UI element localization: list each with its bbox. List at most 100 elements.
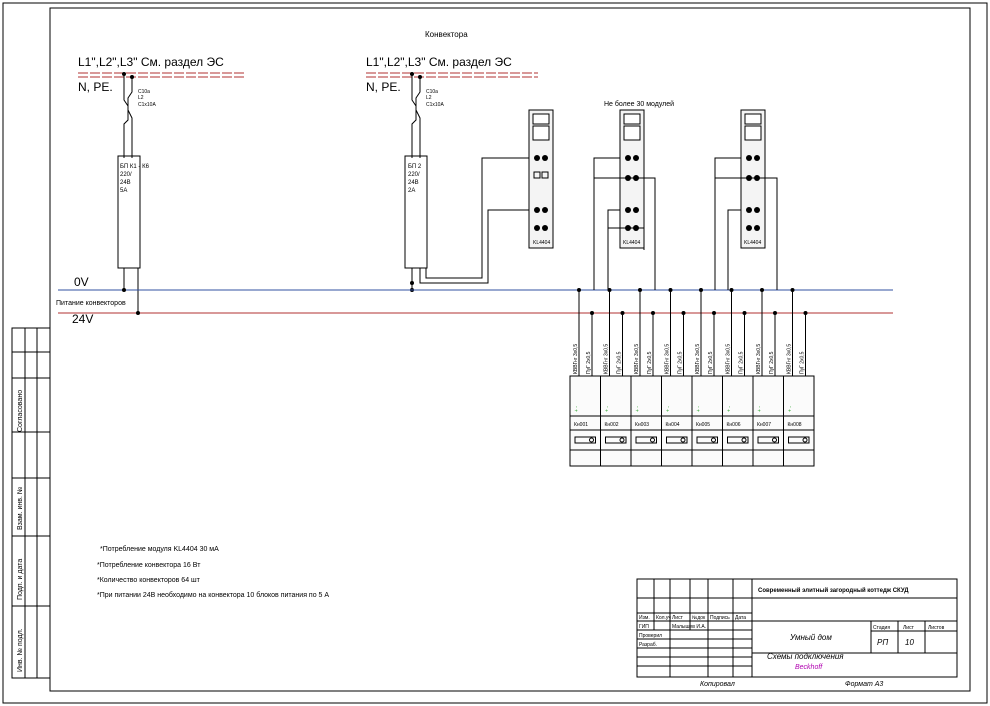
cable-label: КВВГнг 3х0,5: [665, 344, 671, 374]
junction-dot: [742, 311, 747, 315]
psu-2-line-2: 220/: [408, 172, 420, 178]
hdr-list: Лист: [672, 615, 684, 621]
side-label-1: Согласовано: [17, 390, 24, 432]
module-3-code: KL4404: [744, 240, 761, 246]
format-label: Формат А3: [845, 681, 883, 688]
role-checked: Проверил: [639, 633, 662, 639]
kl4404-module-1: KL4404: [528, 109, 554, 249]
cable-label: КВВГнг 3х0,5: [787, 344, 793, 374]
role-developed: Разраб.: [639, 642, 657, 648]
convector-name: Кн007: [757, 422, 771, 428]
convector-name: Кн006: [727, 422, 741, 428]
psu-2-line-4: 2А: [408, 188, 415, 194]
breaker-2-wire: [411, 74, 417, 158]
junction-dot: [681, 311, 686, 315]
convector-terminal-label: + -: [727, 406, 733, 412]
supply-label-1: L1",L2",L3" См. раздел ЭС: [78, 55, 224, 69]
convector-Кн004: + -Кн004: [661, 375, 693, 467]
convector-name: Кн001: [574, 422, 588, 428]
psu-2-feed-b: [425, 157, 533, 279]
cable-label: ПуГ 2х0,5: [800, 351, 806, 374]
junction-dot: [607, 288, 612, 292]
bus-24v-label: 24V: [72, 312, 93, 326]
psu-1-line-3: 24В: [120, 180, 131, 186]
cable-label: КВВГнг 3х0,5: [695, 344, 701, 374]
convector-drops: КВВГнг 3х0,5 ПуГ 2х0,5 КВВГнг 3х0,5 ПуГ 2х0…: [573, 288, 808, 376]
sheet-name: Схемы подключения: [767, 652, 844, 661]
junction-dot: [668, 288, 673, 292]
power-caption: Питание конвекторов: [56, 300, 126, 307]
module-3-wiring-b: [727, 209, 741, 290]
note-4: *При питании 24В необходимо на конвектор…: [97, 591, 329, 599]
junction-dot: [577, 288, 581, 292]
convector-terminal-label: + -: [666, 406, 672, 412]
module-2-wiring-b: [607, 209, 645, 290]
kl4404-module-3: KL4404: [740, 109, 766, 249]
psu-2: [404, 155, 428, 269]
junction-dot: [651, 311, 655, 315]
convector-Кн002: + -Кн002: [600, 375, 632, 467]
title-block: Современный элитный загородный коттедж С…: [636, 578, 958, 688]
stage-header: Стадия: [873, 625, 890, 631]
note-3: *Количество конвекторов 64 шт: [97, 577, 201, 584]
hdr-ndok: №док: [692, 615, 706, 621]
junction-dot: [136, 311, 140, 315]
breaker-1-wire: [123, 74, 129, 158]
junction-dot: [729, 288, 734, 292]
sheet-no: 10: [905, 638, 914, 647]
cable-label: ПуГ 2х0,5: [586, 351, 592, 374]
side-stamp: Согласовано Взам. инв. № Подп. и дата Ин…: [11, 327, 51, 679]
cable-label: КВВГнг 3х0,5: [756, 344, 762, 374]
convector-Кн003: + - Кн003: [630, 375, 662, 467]
cable-label: ПуГ 2х0,5: [617, 351, 623, 374]
hdr-kol: Кол.уч: [656, 615, 671, 621]
breaker-1-line-3: С1х10А: [138, 102, 156, 108]
breaker-1-wire-b: [127, 77, 133, 158]
cable-label: КВВГнг 3х0,5: [726, 344, 732, 374]
junction-dot: [410, 281, 414, 285]
bus-0v-label: 0V: [74, 275, 89, 289]
cable-label: ПуГ 2х0,5: [708, 351, 714, 374]
convector-terminal-label: + -: [574, 406, 580, 412]
module-2-code: KL4404: [623, 240, 640, 246]
psu-2-line-1: БП 2: [408, 164, 422, 170]
module-2-wiring: [593, 157, 656, 290]
convector-row: + -Кн001+ -Кн002+ -Кн003+ -Кн004+ -Кн005…: [569, 375, 815, 467]
junction-dot: [790, 288, 795, 292]
convector-name: Кн008: [788, 422, 802, 428]
breaker-1-line-2: L2: [138, 95, 144, 101]
psu-2-feed: [411, 209, 533, 290]
side-label-4: Инв. № подл.: [17, 628, 24, 672]
hdr-podpis: Подпись: [710, 615, 730, 621]
convector-Кн008: + - Кн008: [783, 375, 815, 467]
cable-label: ПуГ 2х0,5: [678, 351, 684, 374]
convector-Кн006: + - Кн006: [722, 375, 754, 467]
cable-label: КВВГнг 3х0,5: [604, 344, 610, 374]
copied-label: Копировал: [700, 681, 735, 688]
convector-terminal-label: + -: [635, 406, 641, 412]
convector-terminal-label: + -: [757, 406, 763, 412]
sheet-title: Конвектора: [425, 30, 468, 39]
modules-caption: Не более 30 модулей: [604, 100, 674, 108]
title-project: Современный элитный загородный коттедж С…: [758, 587, 909, 594]
module-1-code: KL4404: [533, 240, 550, 246]
side-label-2: Взам. инв. №: [17, 487, 24, 530]
psu-1-line-1: БП К1 - К6: [120, 164, 150, 170]
system-name: Умный дом: [789, 633, 832, 642]
npe-label-2: N, PE.: [366, 80, 401, 94]
junction-dot: [590, 311, 594, 315]
note-2: *Потребление конвектора 16 Вт: [97, 561, 201, 569]
side-label-3: Подп. и дата: [17, 559, 24, 600]
note-1: *Потребление модуля KL4404 30 мА: [100, 545, 219, 553]
junction-dot: [122, 288, 126, 292]
convector-terminal-label: + -: [788, 406, 794, 412]
cable-label: ПуГ 2х0,5: [739, 351, 745, 374]
junction-dot: [773, 311, 777, 315]
convector-Кн005: + -Кн005: [691, 375, 723, 467]
convector-terminal-label: + -: [605, 406, 611, 412]
hdr-data: Дата: [735, 615, 746, 621]
junction-dot: [620, 311, 625, 315]
supply-label-2: L1",L2",L3" См. раздел ЭС: [366, 55, 512, 69]
convector-name: Кн003: [635, 422, 649, 428]
